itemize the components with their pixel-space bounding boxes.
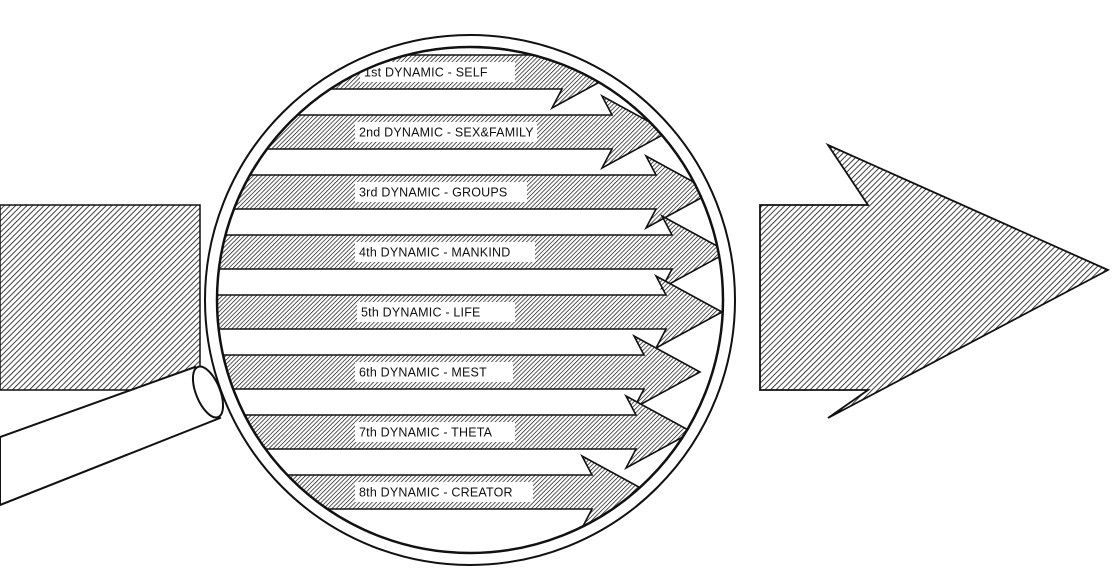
dynamic-label-5: 5th DYNAMIC - LIFE <box>361 306 481 320</box>
dynamic-label-6: 6th DYNAMIC - MEST <box>359 366 487 380</box>
dynamic-label-3: 3rd DYNAMIC - GROUPS <box>359 186 507 200</box>
dynamic-label-2: 2nd DYNAMIC - SEX&FAMILY <box>359 126 534 140</box>
dynamic-label-4: 4th DYNAMIC - MANKIND <box>359 246 510 260</box>
dynamic-label-7: 7th DYNAMIC - THETA <box>359 426 493 440</box>
dynamic-label-1: 1st DYNAMIC - SELF <box>364 66 488 80</box>
dynamic-label-8: 8th DYNAMIC - CREATOR <box>359 486 513 500</box>
